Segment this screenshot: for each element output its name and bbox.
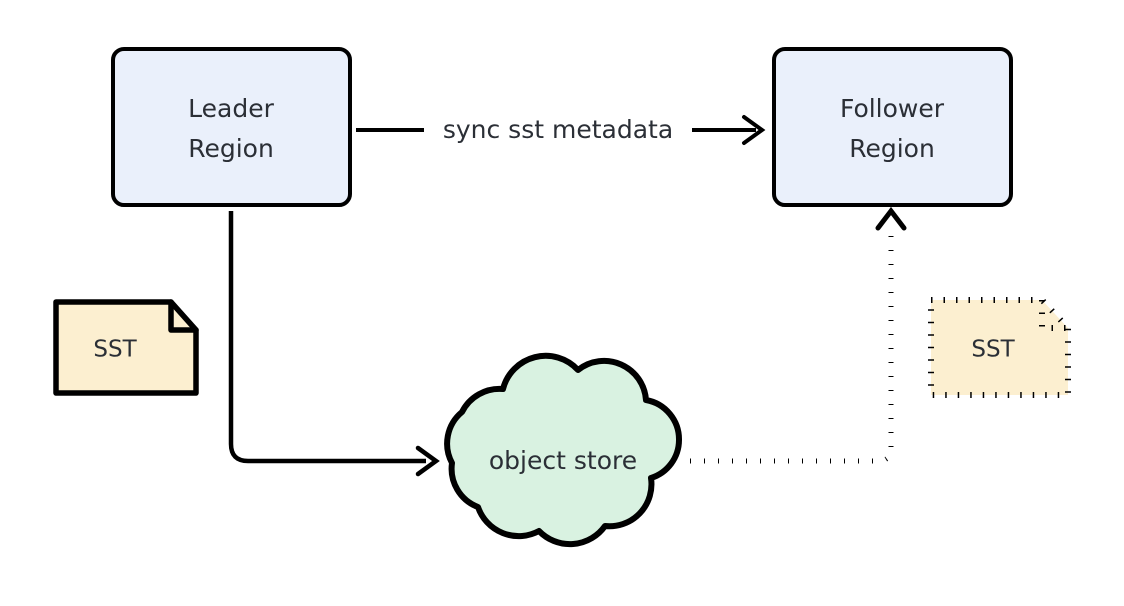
- object-store-cloud-icon[interactable]: [444, 352, 683, 548]
- edge-download-path: [690, 232, 894, 464]
- node-sst-leader[interactable]: SST: [53, 299, 199, 396]
- edge-sync-label: sync sst metadata: [443, 115, 673, 144]
- node-sst-follower[interactable]: SST: [928, 297, 1071, 398]
- edge-leader-to-object-store: [228, 211, 440, 477]
- sst-follower-label: SST: [971, 337, 1015, 363]
- edge-sync-arrowhead-icon: [742, 115, 766, 145]
- sst-leader-document-icon[interactable]: [53, 299, 199, 396]
- sst-leader-label: SST: [93, 337, 137, 363]
- follower-region-label-line1: Follower: [840, 94, 945, 123]
- follower-region-label-line2: Region: [849, 134, 935, 163]
- edge-sync-sst-metadata: sync sst metadata: [356, 115, 766, 145]
- sst-leader-fold-icon: [168, 299, 199, 333]
- edge-upload-path: [228, 211, 426, 464]
- leader-region-label-line1: Leader: [188, 94, 274, 123]
- edge-download-arrowhead-icon: [875, 206, 907, 231]
- object-store-label: object store: [489, 446, 637, 475]
- node-follower-region[interactable]: Follower Region: [772, 47, 1013, 207]
- edge-object-store-to-follower: [690, 206, 907, 464]
- follower-region-box[interactable]: [772, 47, 1013, 207]
- node-object-store[interactable]: object store: [444, 352, 683, 548]
- edge-upload-arrowhead-icon: [415, 445, 440, 477]
- node-leader-region[interactable]: Leader Region: [111, 47, 352, 207]
- leader-region-label-line2: Region: [188, 134, 274, 163]
- leader-region-box[interactable]: [111, 47, 352, 207]
- sst-follower-document-icon[interactable]: [928, 297, 1071, 398]
